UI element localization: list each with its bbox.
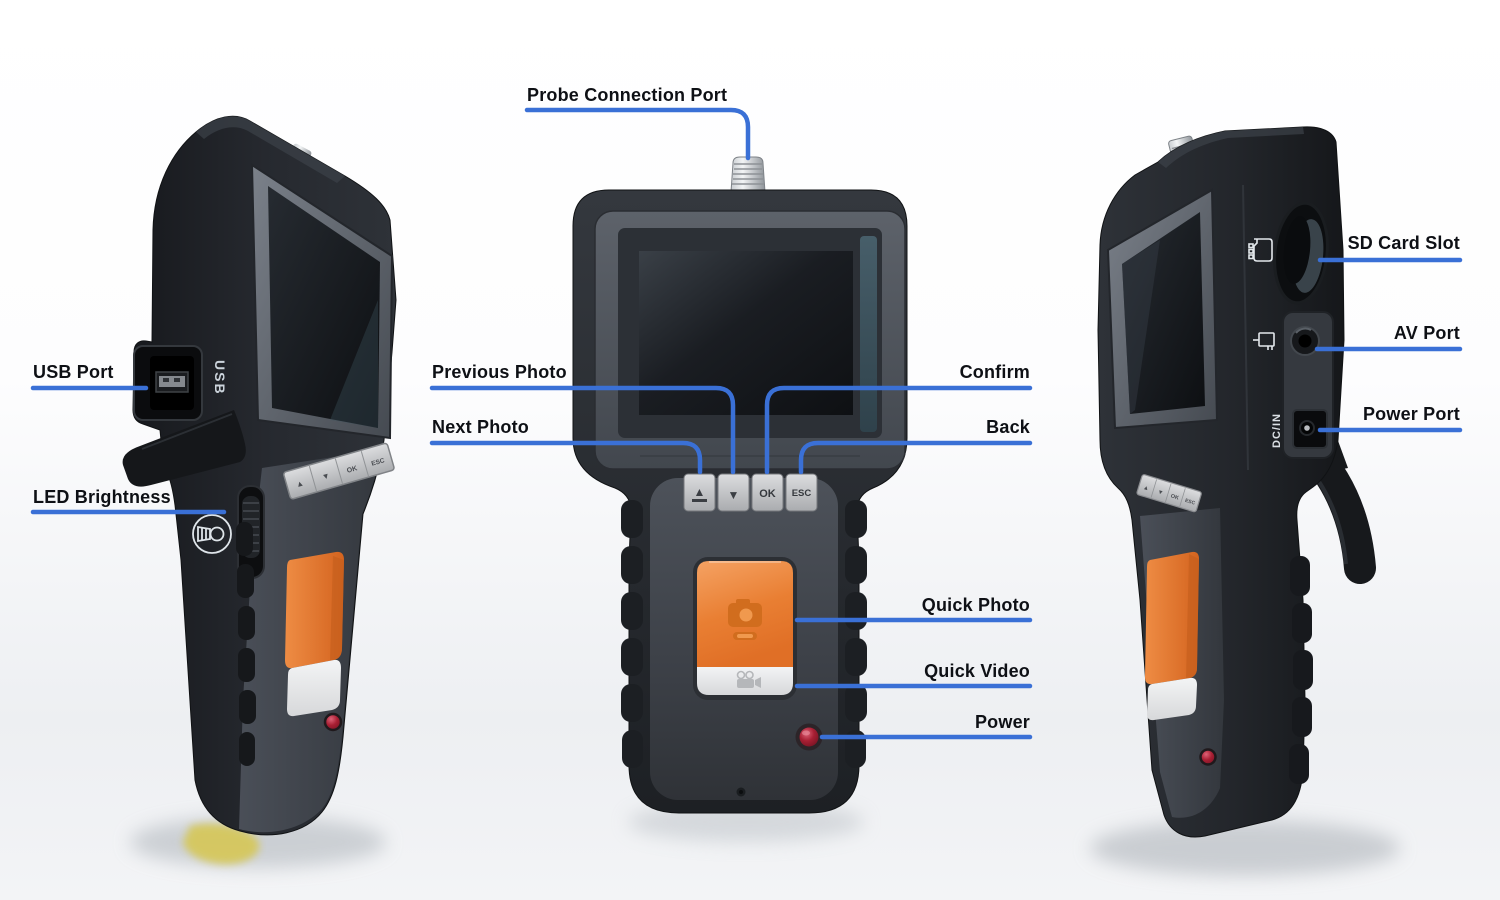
quick-photo-side-shade <box>330 556 344 661</box>
label-next-photo: Next Photo <box>432 417 530 437</box>
label-back: Back <box>986 417 1030 437</box>
power-button-side-right <box>1199 748 1217 766</box>
label-power: Power <box>974 712 1030 732</box>
callout-lines <box>30 107 1463 740</box>
av-icon <box>1253 332 1275 350</box>
callout-line-probe-connection-port <box>524 107 751 161</box>
left-button-strip: ▲ ▼ OK ESC <box>283 442 395 500</box>
lcd-screen <box>639 251 853 415</box>
esc-button-label: ESC <box>792 488 812 499</box>
stand-lever-highlight <box>141 413 233 450</box>
power-button-side-left <box>323 712 343 732</box>
callout-line-back <box>798 440 1033 475</box>
device-front-view: ▲ ▼ OK ESC <box>572 156 908 814</box>
power-button <box>795 723 823 751</box>
stand-lever-left <box>122 410 246 487</box>
label-sd-card-slot: SD Card Slot <box>1347 233 1460 253</box>
left-lcd-screen <box>268 186 380 428</box>
sd-card-slot <box>1273 201 1329 305</box>
bezel-teal-sheen <box>860 236 877 432</box>
nav-buttons: ▲ ▼ OK ESC <box>683 473 818 512</box>
right-screen-reflection <box>1122 240 1160 414</box>
left-ok-button-glyph: OK <box>346 465 358 475</box>
av-port <box>1290 326 1320 356</box>
video-camera-icon <box>736 670 761 688</box>
right-button-strip: ▲ ▼ OK ESC <box>1136 474 1202 513</box>
label-led-brightness: LED Brightness <box>33 487 171 507</box>
left-down-button-glyph: ▼ <box>321 471 331 482</box>
quick-photo-button-side <box>285 551 344 669</box>
label-confirm: Confirm <box>959 362 1030 382</box>
led-bulb-icon <box>192 514 232 554</box>
shadow-right-device <box>1090 820 1400 876</box>
left-device-top-edge <box>196 116 345 183</box>
probe-tip-yellow <box>183 823 260 865</box>
left-screen-reflection <box>330 300 378 428</box>
quick-video-button-side <box>287 659 341 717</box>
quick-video-button-side-right <box>1147 677 1197 721</box>
right-down-button-glyph: ▼ <box>1157 489 1164 496</box>
up-icon-bar <box>692 499 707 502</box>
label-usb-port: USB Port <box>33 362 114 382</box>
label-power-port: Power Port <box>1362 404 1460 424</box>
left-up-button-glyph: ▲ <box>295 478 305 489</box>
label-quick-video: Quick Video <box>924 661 1030 681</box>
grip-bumps-right-device <box>1289 556 1313 784</box>
callout-line-next-photo <box>429 440 703 475</box>
sd-card-icon <box>1248 238 1273 262</box>
device-right-side-view: DC/IN ▲ ▼ OK ESC <box>1097 126 1376 838</box>
right-up-button-glyph: ▲ <box>1142 485 1149 492</box>
usb-port <box>133 345 203 421</box>
right-lcd-screen <box>1122 212 1205 414</box>
label-av-port: AV Port <box>1393 323 1460 343</box>
side-edge-line <box>1242 184 1249 471</box>
callout-line-confirm <box>764 385 1033 475</box>
camera-icon <box>728 599 762 640</box>
up-icon: ▲ <box>694 485 706 499</box>
callout-line-previous-photo <box>429 385 736 475</box>
usb-marking: USB <box>212 360 228 396</box>
device-left-side-view: USB ▲ ▼ <box>122 115 397 865</box>
quick-photo-shade-right <box>1186 554 1199 679</box>
grip-bumps-left-device <box>236 522 256 766</box>
quick-buttons-unit <box>693 557 797 700</box>
grip-bumps-front-device <box>621 500 867 768</box>
dc-in-marking: DC/IN <box>1271 413 1283 448</box>
label-previous-photo: Previous Photo <box>432 362 567 382</box>
right-ok-button-glyph: OK <box>1170 493 1180 501</box>
probe-connector <box>730 156 766 193</box>
label-probe-connection-port: Probe Connection Port <box>527 85 728 105</box>
label-quick-photo: Quick Photo <box>921 595 1030 615</box>
down-icon: ▼ <box>728 488 740 502</box>
left-esc-button-glyph: ESC <box>371 457 386 467</box>
screw-center <box>739 790 743 794</box>
quick-photo-button-side-right <box>1145 551 1199 685</box>
right-device-top-edge <box>1158 127 1304 168</box>
right-esc-button-glyph: ESC <box>1184 498 1196 507</box>
ok-button-label: OK <box>759 488 776 500</box>
